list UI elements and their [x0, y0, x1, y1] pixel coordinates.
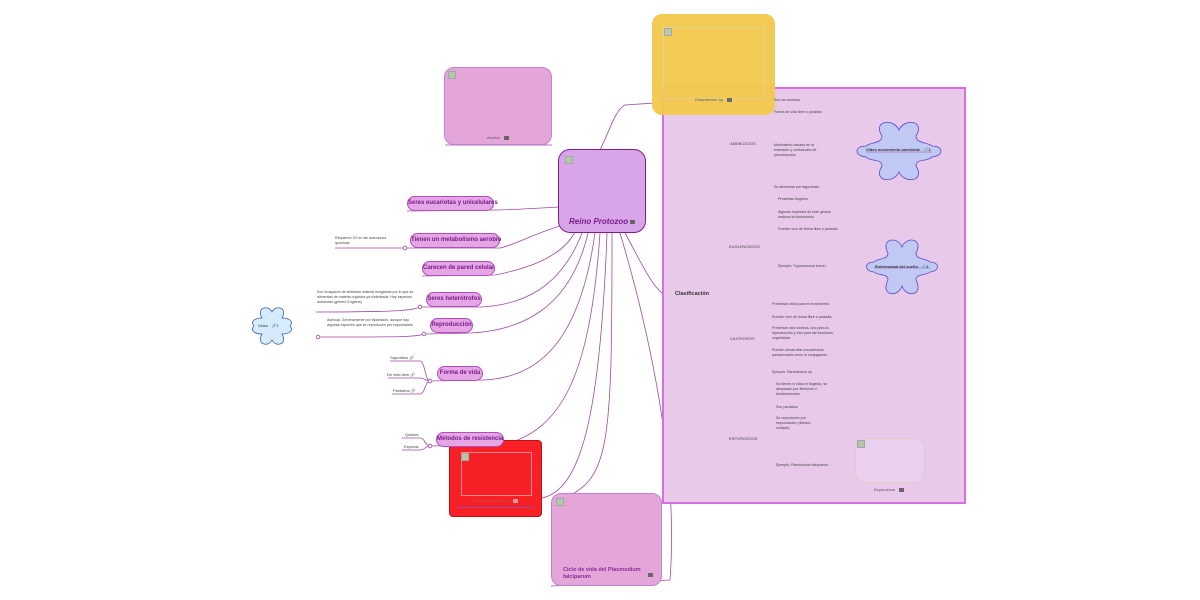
cilioforos-item: Pueden desarrollar mecanismos parasexual…: [772, 348, 829, 357]
label-text: Parásitos: [393, 388, 410, 393]
image-frame: [663, 27, 765, 99]
caption-text: Esporozoos: [874, 487, 896, 492]
ameba-image-card[interactable]: Ameba: [444, 67, 552, 145]
label-text: Video movimiento ameboide: [866, 147, 921, 152]
video-cloud-label: Video 🔗1: [258, 323, 279, 328]
esporozoos-item: Ejemplo: Plasmodium falciparum: [776, 463, 829, 467]
label-text: De vida libre: [387, 372, 410, 377]
branch-pared-celular[interactable]: Carecen de pared celular: [422, 261, 495, 276]
branch-heterotrofos[interactable]: Seres heterótrofos: [426, 292, 482, 307]
esporozoos-image-card[interactable]: [855, 438, 925, 483]
sueno-cloud-label: Enfermedad del sueño 🔗1: [875, 264, 928, 269]
group-esporozoos[interactable]: ESPOROZOOS: [729, 436, 758, 441]
caption-text: Ameba: [487, 135, 500, 140]
cilioforos-item: Presentan dos núcleos, uno para la repro…: [772, 326, 833, 340]
video-cloud[interactable]: [246, 306, 298, 346]
central-title: Reino Protozoo: [569, 217, 629, 226]
resistencia-esporas[interactable]: Esporas: [404, 444, 419, 449]
sueno-cloud[interactable]: [862, 238, 942, 296]
note-icon[interactable]: [503, 135, 509, 140]
link-icon[interactable]: 🔗: [921, 264, 927, 269]
forma-vida-saprofitos[interactable]: Saprófitos 🔗: [390, 355, 414, 360]
cilioforos-item: Presentan cilios para el movimiento.: [772, 302, 830, 306]
label-text: Saprófitos: [390, 355, 409, 360]
esporozoos-item: Se reproducen por esporulación (división…: [776, 416, 811, 430]
link-icon[interactable]: 🔗: [271, 323, 277, 328]
link-count: 1: [928, 147, 931, 152]
note-icon[interactable]: [726, 97, 732, 102]
detail-heterotrofos: Son incapaces de sintetizar materia inor…: [317, 290, 414, 304]
group-cilioforos[interactable]: CILIÓFOROS: [730, 336, 755, 341]
image-placeholder-icon: [565, 156, 573, 164]
caption-underline: [458, 507, 533, 508]
note-icon[interactable]: [630, 220, 635, 224]
resistencia-quistes[interactable]: Quistes: [405, 432, 419, 437]
esporozoos-caption: Esporozoos: [874, 487, 905, 492]
note-icon[interactable]: [648, 573, 653, 577]
euglenozoos-item: Algunas especies de este género realizan…: [778, 210, 832, 219]
link-count: 1: [276, 323, 279, 328]
branch-reproduccion[interactable]: Reproducción: [430, 318, 473, 333]
trypanosoma-image-card[interactable]: Trypanosoma brucei: [449, 440, 542, 517]
image-placeholder-icon: [448, 71, 456, 79]
image-placeholder-icon: [556, 498, 564, 506]
group-amebozoos[interactable]: AMEBOZOOS: [730, 141, 756, 146]
esporozoos-item: No tienen ni cilios ni flagelos, se desp…: [776, 382, 828, 396]
caption-text: Trypanosoma brucei: [473, 498, 510, 503]
link-icon[interactable]: 🔗: [409, 355, 415, 360]
amebozoos-item: Forma de vida libre o parásita: [774, 110, 822, 114]
euglenozoos-item: Ejemplo: Trypanosoma brucei: [778, 264, 826, 268]
ameba-caption: Ameba: [487, 135, 509, 140]
detail-reproduccion: Asexual. Generalmente por bipartición, a…: [327, 318, 414, 327]
label-text: Enfermedad del sueño: [875, 264, 918, 269]
branch-eucariotas[interactable]: Seres eucariotas y unicelulares: [407, 196, 498, 211]
note-icon[interactable]: [513, 498, 519, 503]
link-icon[interactable]: 🔗: [410, 388, 416, 393]
amebozoos-item: Se alimentan por fagocitosis: [774, 185, 820, 189]
ameboide-cloud[interactable]: [852, 120, 946, 182]
trypanosoma-caption: Trypanosoma brucei: [473, 498, 519, 503]
link-icon[interactable]: 🔗: [410, 372, 416, 377]
image-placeholder-icon: [461, 453, 469, 461]
branch-forma-de-vida[interactable]: Forma de vida: [437, 366, 483, 381]
central-topic[interactable]: Reino Protozoo: [558, 149, 646, 233]
cilioforos-item: Pueden vivir de forma libre o parásita: [772, 315, 832, 319]
euglenozoos-item: Pueden vivir de forma libre o parásita: [778, 227, 838, 231]
paramecium-caption: Paramecium sp: [695, 97, 732, 102]
paramecium-image-card[interactable]: Paramecium sp: [652, 14, 775, 115]
amebozoos-item: Son las amebas.: [774, 98, 801, 102]
image-placeholder-icon: [664, 28, 672, 36]
group-euglenozoos[interactable]: EUGLENOZOOS: [729, 244, 760, 249]
image-placeholder-icon: [857, 440, 865, 448]
image-frame: [461, 452, 532, 496]
plasmodium-image-card[interactable]: Ciclo de vida del Plasmodium falciparum: [551, 493, 662, 586]
note-icon[interactable]: [899, 487, 905, 492]
plasmodium-caption: Ciclo de vida del Plasmodium falciparum: [563, 567, 641, 580]
branch-metabolismo[interactable]: Tienen un metabolismo aerobio: [410, 233, 501, 248]
link-icon[interactable]: 🔗: [923, 147, 929, 152]
link-count: 1: [926, 264, 929, 269]
amebozoos-item: Movimiento basado en la extensión y cont…: [774, 143, 817, 157]
esporozoos-item: Son parásitos: [776, 405, 798, 409]
forma-vida-parasitos[interactable]: Parásitos 🔗: [393, 388, 416, 393]
classification-label[interactable]: Clasificación: [675, 291, 709, 297]
forma-vida-libre[interactable]: De vida libre 🔗: [387, 372, 415, 377]
caption-text: Paramecium sp: [695, 97, 723, 102]
label-text: Video: [258, 323, 269, 328]
euglenozoos-item: Presentan flagelos.: [778, 197, 809, 201]
branch-metodos-resistencia[interactable]: Métodos de resistencia: [436, 432, 504, 447]
detail-metabolismo: Requieren O2 en las reacciones químicas.: [335, 236, 387, 245]
cilioforos-item: Ejemplo: Paramecium sp: [772, 370, 812, 374]
ameboide-cloud-label: Video movimiento ameboide 🔗1: [866, 147, 931, 152]
